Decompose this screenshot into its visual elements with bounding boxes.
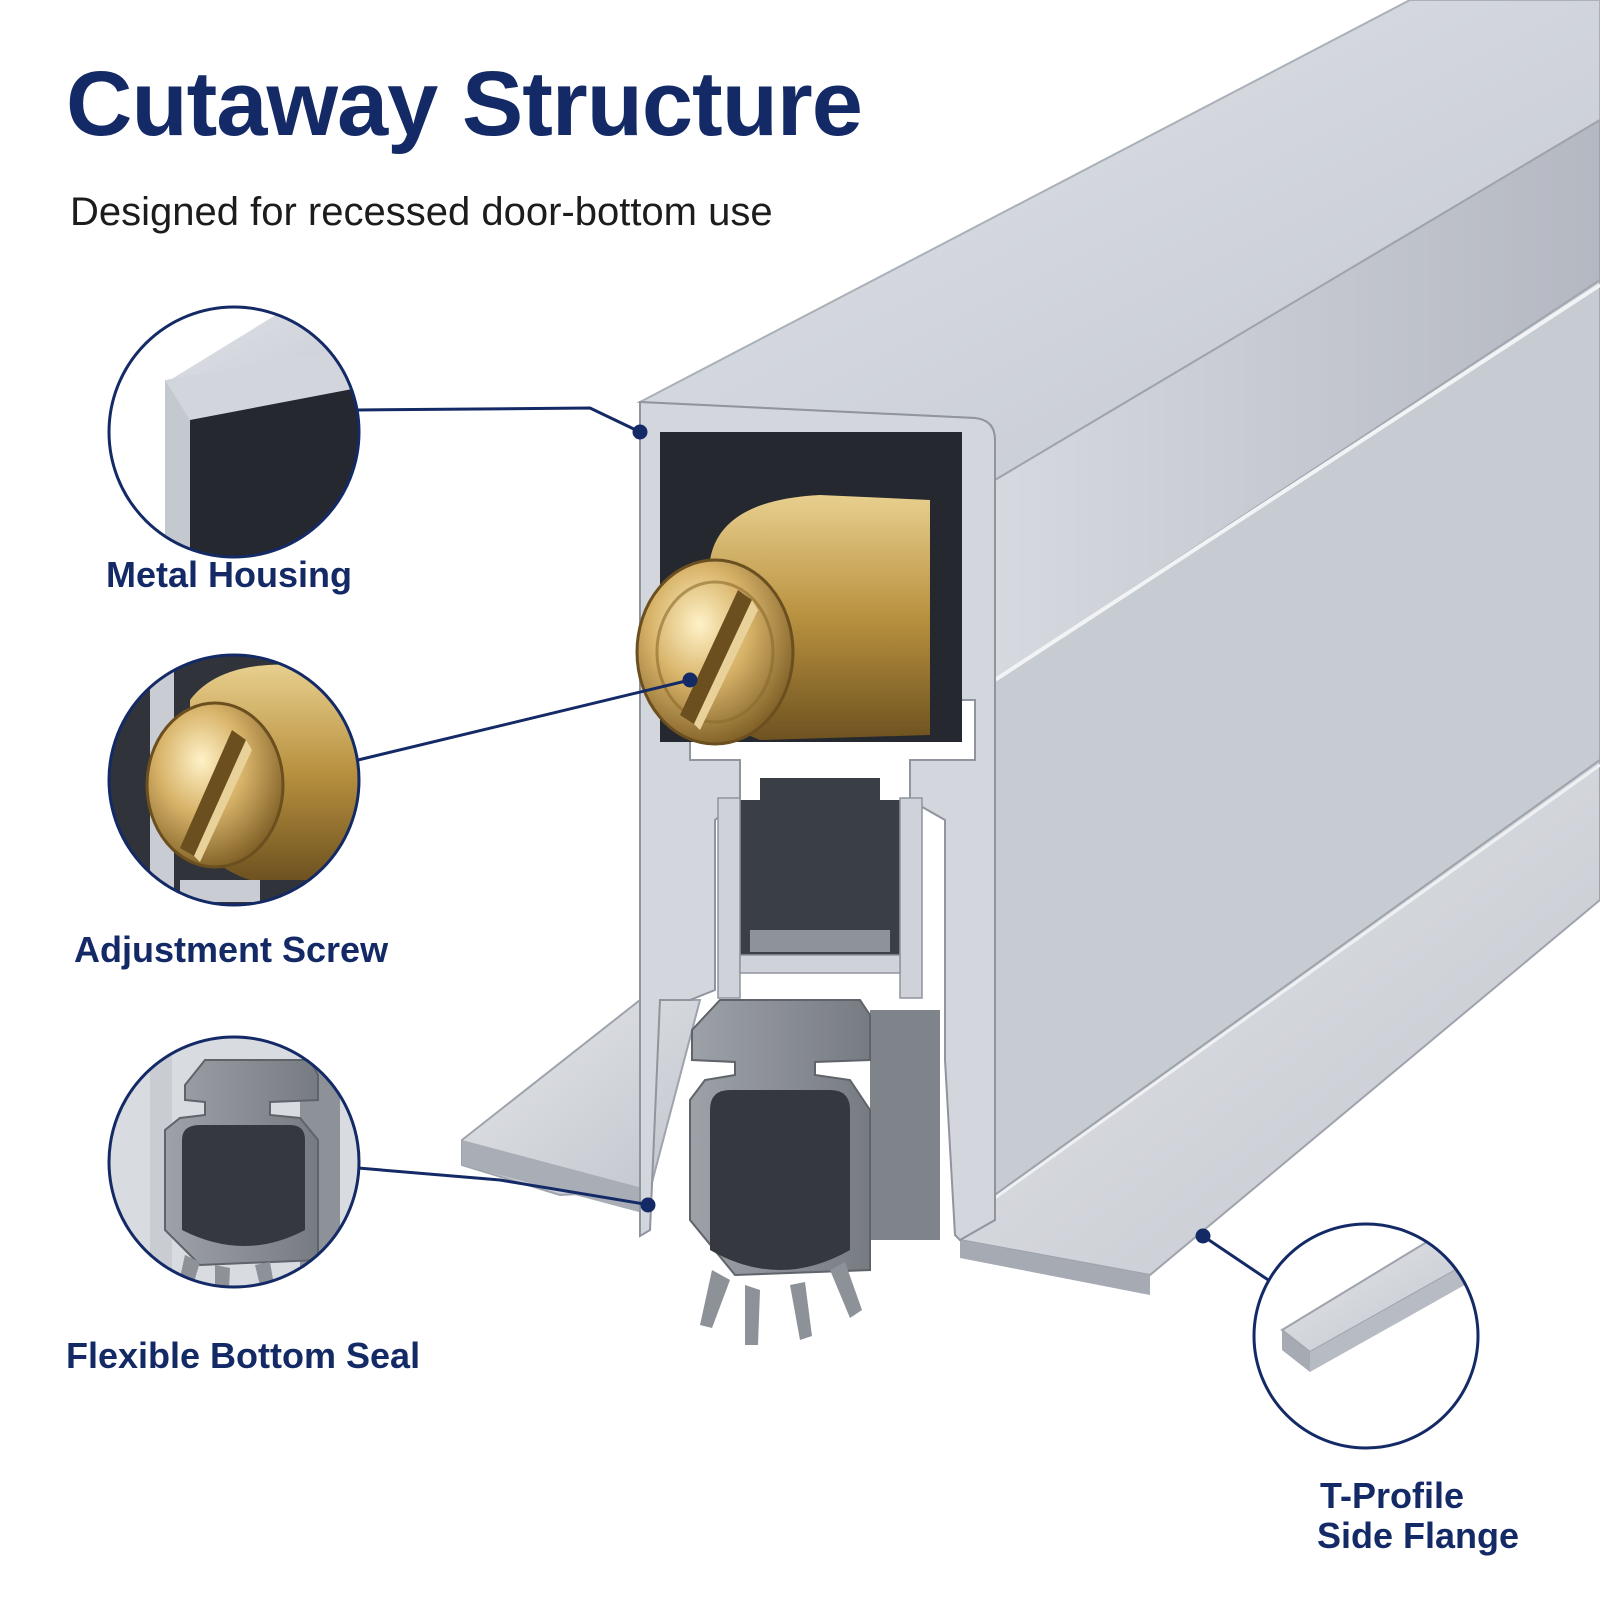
- callout-label-line-1: T-Profile: [1319, 1475, 1465, 1516]
- detail-circle-flange: [1252, 1222, 1480, 1450]
- leader-screw: [357, 678, 691, 762]
- detail-circle-screw: [107, 653, 361, 907]
- callout-label-t-profile-side-flange: T-Profile Side Flange: [1317, 1475, 1520, 1556]
- callout-label-metal-housing: Metal Housing: [106, 554, 353, 595]
- bottom-seal: [689, 999, 940, 1345]
- callout-label-adjustment-screw: Adjustment Screw: [74, 929, 389, 970]
- leader-seal: [357, 1166, 651, 1207]
- callout-label-flexible-bottom-seal: Flexible Bottom Seal: [66, 1335, 421, 1376]
- adjustment-screw: [635, 495, 930, 746]
- leader-lines: [357, 406, 1293, 1298]
- leader-housing: [357, 406, 641, 434]
- page-subtitle: Designed for recessed door-bottom use: [70, 190, 773, 234]
- detail-circle-seal: [107, 1035, 361, 1289]
- callout-label-line-2: Side Flange: [1317, 1514, 1520, 1556]
- page-title: Cutaway Structure: [66, 53, 863, 155]
